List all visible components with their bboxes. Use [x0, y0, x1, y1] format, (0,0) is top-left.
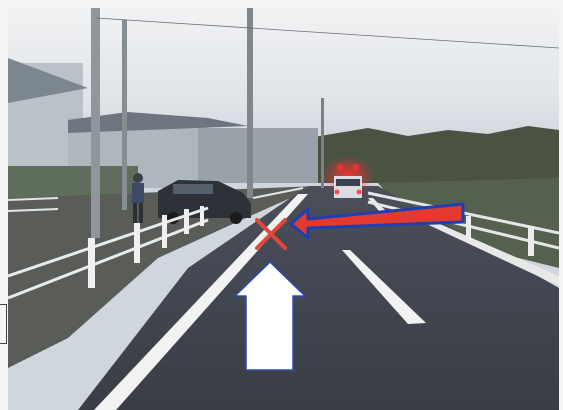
road-scene: [8, 8, 559, 410]
right-edge-line: [403, 211, 559, 286]
left-fence-far: [8, 187, 304, 212]
left-guardrail-posts: [88, 206, 204, 288]
prohibited-cross-icon: [255, 218, 287, 250]
house-mid-roof: [68, 112, 248, 133]
house-left-roof: [8, 58, 88, 103]
utility-pole-2: [122, 20, 127, 210]
left-guardrail: [8, 206, 209, 300]
parked-car: [158, 180, 251, 224]
road-surface: [78, 186, 559, 410]
straight-ahead-arrow: [234, 261, 306, 371]
pedestrian: [132, 173, 144, 223]
house-back: [198, 128, 318, 183]
road-photo: [8, 8, 559, 410]
left-turn-path-arrow: [289, 202, 465, 240]
right-guardrail-posts: [466, 216, 534, 256]
utility-pole-4: [321, 98, 324, 188]
utility-pole-1: [91, 8, 100, 238]
power-line: [95, 17, 559, 49]
left-edge-line: [94, 194, 308, 410]
utility-pole-3: [247, 8, 253, 198]
center-dash-1: [342, 250, 426, 324]
ground-left: [8, 186, 318, 368]
emergency-vehicle: [322, 156, 374, 198]
page-edge-bracket: [0, 304, 7, 344]
